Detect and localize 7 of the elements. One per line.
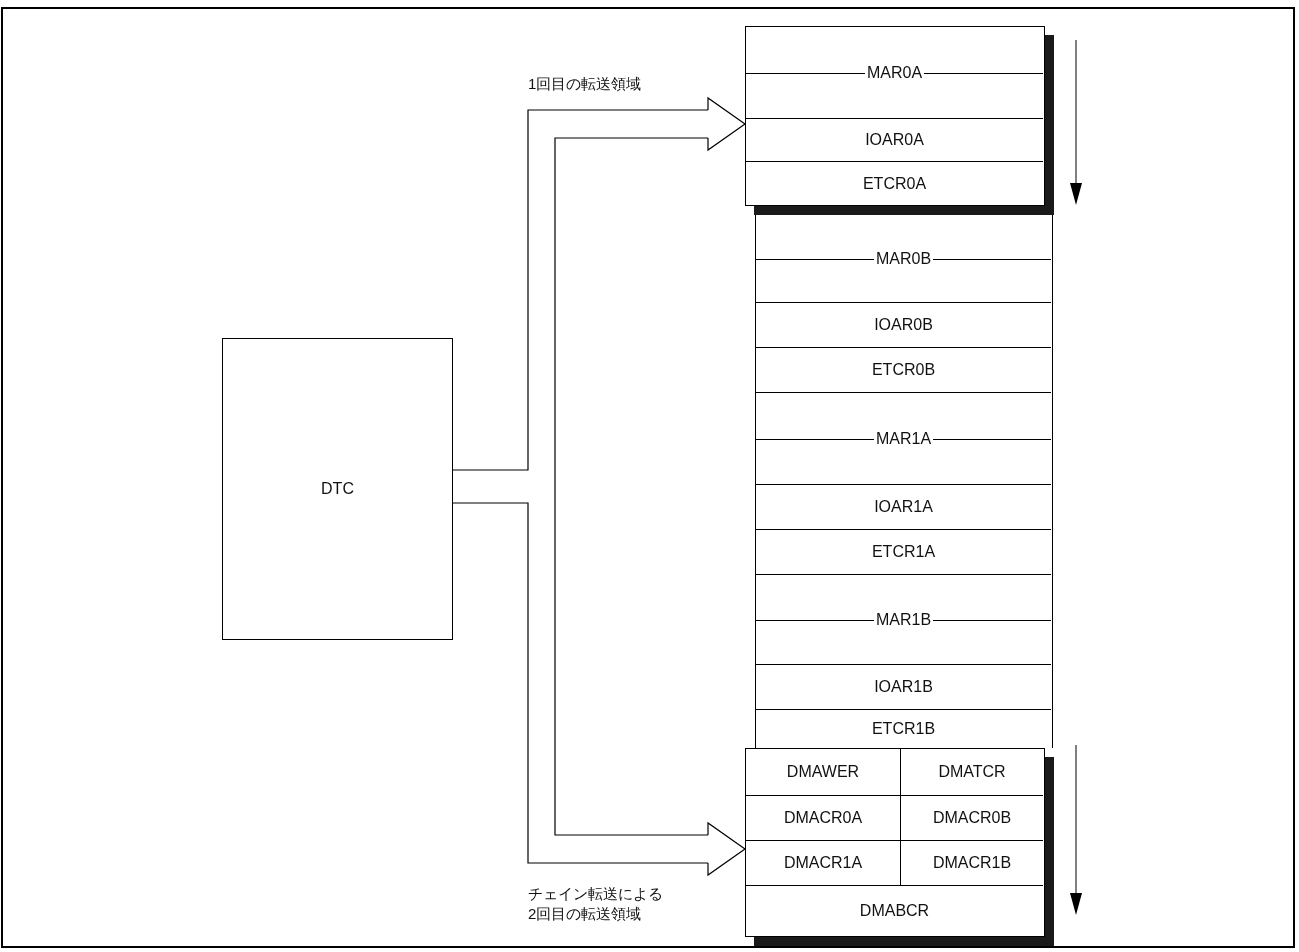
register-row: [746, 841, 901, 886]
hollow-arrow: [452, 97, 746, 488]
register-row: [746, 749, 901, 796]
register-row: [746, 796, 901, 841]
hollow-arrow: [452, 486, 746, 876]
module-box: [222, 338, 453, 640]
register-block: [755, 215, 1053, 748]
